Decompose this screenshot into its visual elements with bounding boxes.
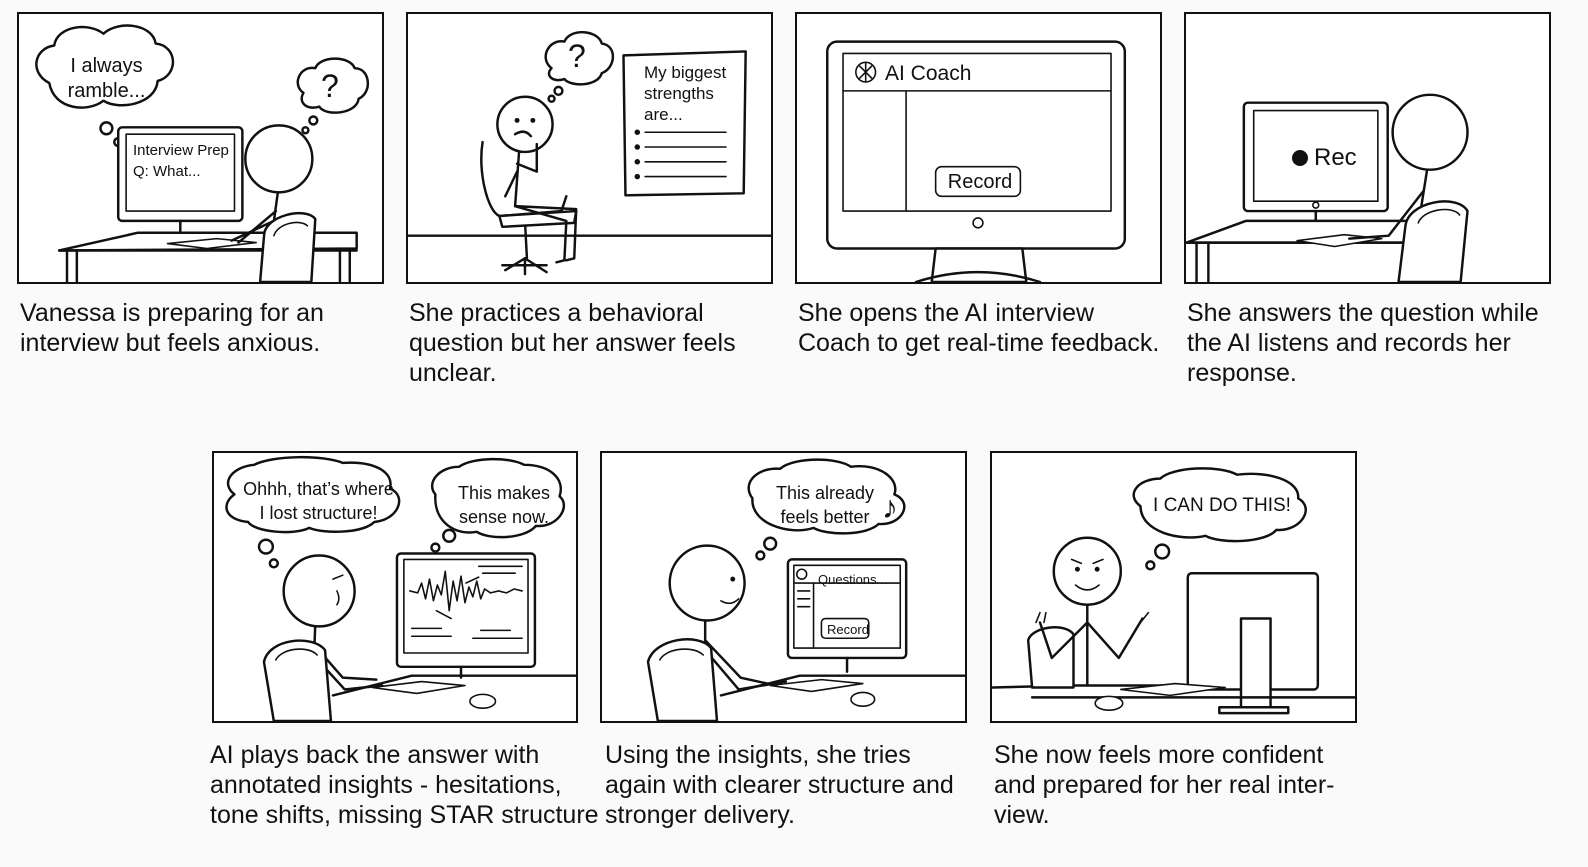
panel-6: This already feels better ♪ Questions...…: [600, 451, 967, 723]
person-head: [1391, 93, 1469, 171]
panel-7: I CAN DO THIS!: [990, 451, 1357, 723]
thought-bubble: [430, 457, 566, 539]
openai-logo-icon: [796, 568, 808, 580]
person-head: [282, 554, 356, 628]
speech-text: Ohhh, that’s where I lost structure!: [243, 479, 394, 523]
thought-bubble: [1132, 467, 1307, 543]
panel-5: Ohhh, that’s where I lost structure! Thi…: [212, 451, 578, 723]
poster-text: My biggest strengths are...: [644, 63, 727, 124]
panel-7-illustration: [992, 467, 1355, 715]
panel-4: Rec: [1184, 12, 1551, 284]
question-bubble: [544, 30, 615, 86]
panel-4-illustration: [1186, 93, 1469, 282]
window-title: Questions...: [818, 572, 888, 587]
question-mark: ?: [321, 68, 339, 104]
monitor: [826, 40, 1127, 250]
waveform: [408, 570, 523, 612]
panel-1-illustration: [35, 24, 369, 282]
caption-3: She opens the AI interview Coach to get …: [798, 299, 1160, 357]
thought-text: I always ramble...: [67, 55, 146, 102]
panel-2: ? My biggest strengths are...: [406, 12, 773, 284]
openai-logo-icon: [855, 61, 877, 83]
person-head: [496, 95, 554, 154]
caption-4: She answers the question while the AI li…: [1187, 299, 1539, 387]
thought-text: This already feels better: [775, 483, 875, 527]
record-dot-icon: [1292, 150, 1308, 166]
thought-bubble: [35, 24, 175, 109]
poster: [622, 50, 747, 197]
speech-text: I CAN DO THIS!: [1153, 495, 1291, 516]
thought-bubble: [747, 458, 906, 535]
person-head: [1052, 536, 1123, 606]
chair: [480, 140, 568, 218]
chair: [646, 638, 719, 721]
rec-indicator: Rec: [1292, 144, 1357, 172]
thought-text: This makes sense now.: [457, 483, 551, 527]
panel-3: AI Coach Record: [795, 12, 1162, 284]
caption-2: She practices a behavioral question but …: [409, 299, 736, 387]
chair: [1397, 200, 1469, 282]
caption-7: She now feels more confident and prepare…: [994, 741, 1335, 829]
record-button[interactable]: Record: [827, 622, 869, 637]
question-bubble: [296, 57, 369, 114]
record-button-frame: [934, 165, 1022, 198]
monitor: [395, 552, 537, 669]
panel-2-illustration: [408, 30, 771, 276]
panel-5-illustration: [225, 455, 576, 721]
speech-bubble: [225, 455, 401, 534]
caption-6: Using the insights, she tries again with…: [605, 741, 954, 829]
person-head: [244, 124, 314, 194]
monitor-text: Interview Prep Q: What...: [133, 142, 229, 180]
music-note-icon: ♪: [882, 489, 898, 525]
person-head: [668, 544, 746, 622]
panel-6-illustration: [646, 458, 965, 721]
panel-3-illustration: [826, 40, 1127, 282]
record-button[interactable]: Record: [947, 171, 1013, 193]
caption-1: Vanessa is preparing for an interview bu…: [20, 299, 324, 357]
chair: [262, 639, 333, 721]
caption-5: AI plays back the answer with annotated …: [210, 741, 599, 829]
question-mark: ?: [568, 38, 586, 74]
record-button-frame: [820, 617, 870, 640]
chair: [258, 211, 317, 282]
panel-1: I always ramble... ? Interview Prep Q: W…: [17, 12, 384, 284]
app-title: AI Coach: [885, 62, 972, 85]
